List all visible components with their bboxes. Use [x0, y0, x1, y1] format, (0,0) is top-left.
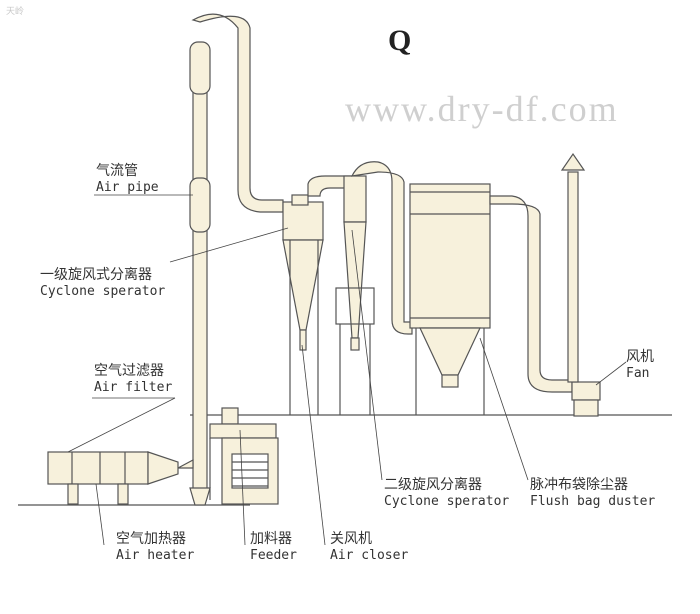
label-air-pipe-en: Air pipe — [96, 180, 159, 195]
leader-cyclone1 — [169, 227, 289, 263]
figure-letter: Q — [388, 24, 412, 57]
label-cyclone2-en: Cyclone sperator — [384, 494, 510, 509]
leader-bag-filter — [479, 337, 529, 481]
feeder-unit — [209, 407, 279, 505]
leader-feeder — [239, 429, 246, 546]
pulse-bag-filter — [409, 183, 573, 415]
label-bag-filter-en: Flush bag duster — [530, 494, 656, 509]
label-air-pipe-zh: 气流管 — [96, 163, 138, 179]
label-cyclone2-zh: 二级旋风分离器 — [384, 477, 482, 493]
leader-fan — [595, 361, 627, 386]
label-cyclone1-zh: 一级旋风式分离器 — [40, 267, 152, 283]
label-feeder-en: Feeder — [250, 548, 297, 563]
cyclone-first-stage — [282, 175, 353, 415]
label-air-filter-en: Air filter — [94, 380, 173, 395]
label-air-heater-zh: 空气加热器 — [116, 531, 186, 547]
cyclone-second-stage — [335, 161, 413, 415]
leader-cyclone2 — [351, 229, 383, 481]
label-fan-en: Fan — [626, 366, 650, 381]
label-cyclone1-en: Cyclone sperator — [40, 284, 166, 299]
label-air-closer-en: Air closer — [330, 548, 409, 563]
fan-and-stack — [560, 152, 601, 417]
label-feeder-zh: 加料器 — [250, 531, 292, 547]
label-air-heater-en: Air heater — [116, 548, 195, 563]
label-air-closer-zh: 关风机 — [330, 531, 372, 547]
main-air-pipe — [177, 13, 284, 506]
label-fan-zh: 风机 — [626, 349, 654, 365]
leader-air-closer — [301, 344, 326, 546]
leader-air-heater — [95, 483, 105, 546]
website-watermark: www.dry-df.com — [345, 89, 619, 129]
air-heater — [47, 451, 179, 505]
label-air-filter-zh: 空气过滤器 — [94, 363, 164, 379]
label-bag-filter-zh: 脉冲布袋除尘器 — [530, 477, 628, 493]
corner-watermark: 天岭 — [6, 7, 25, 17]
